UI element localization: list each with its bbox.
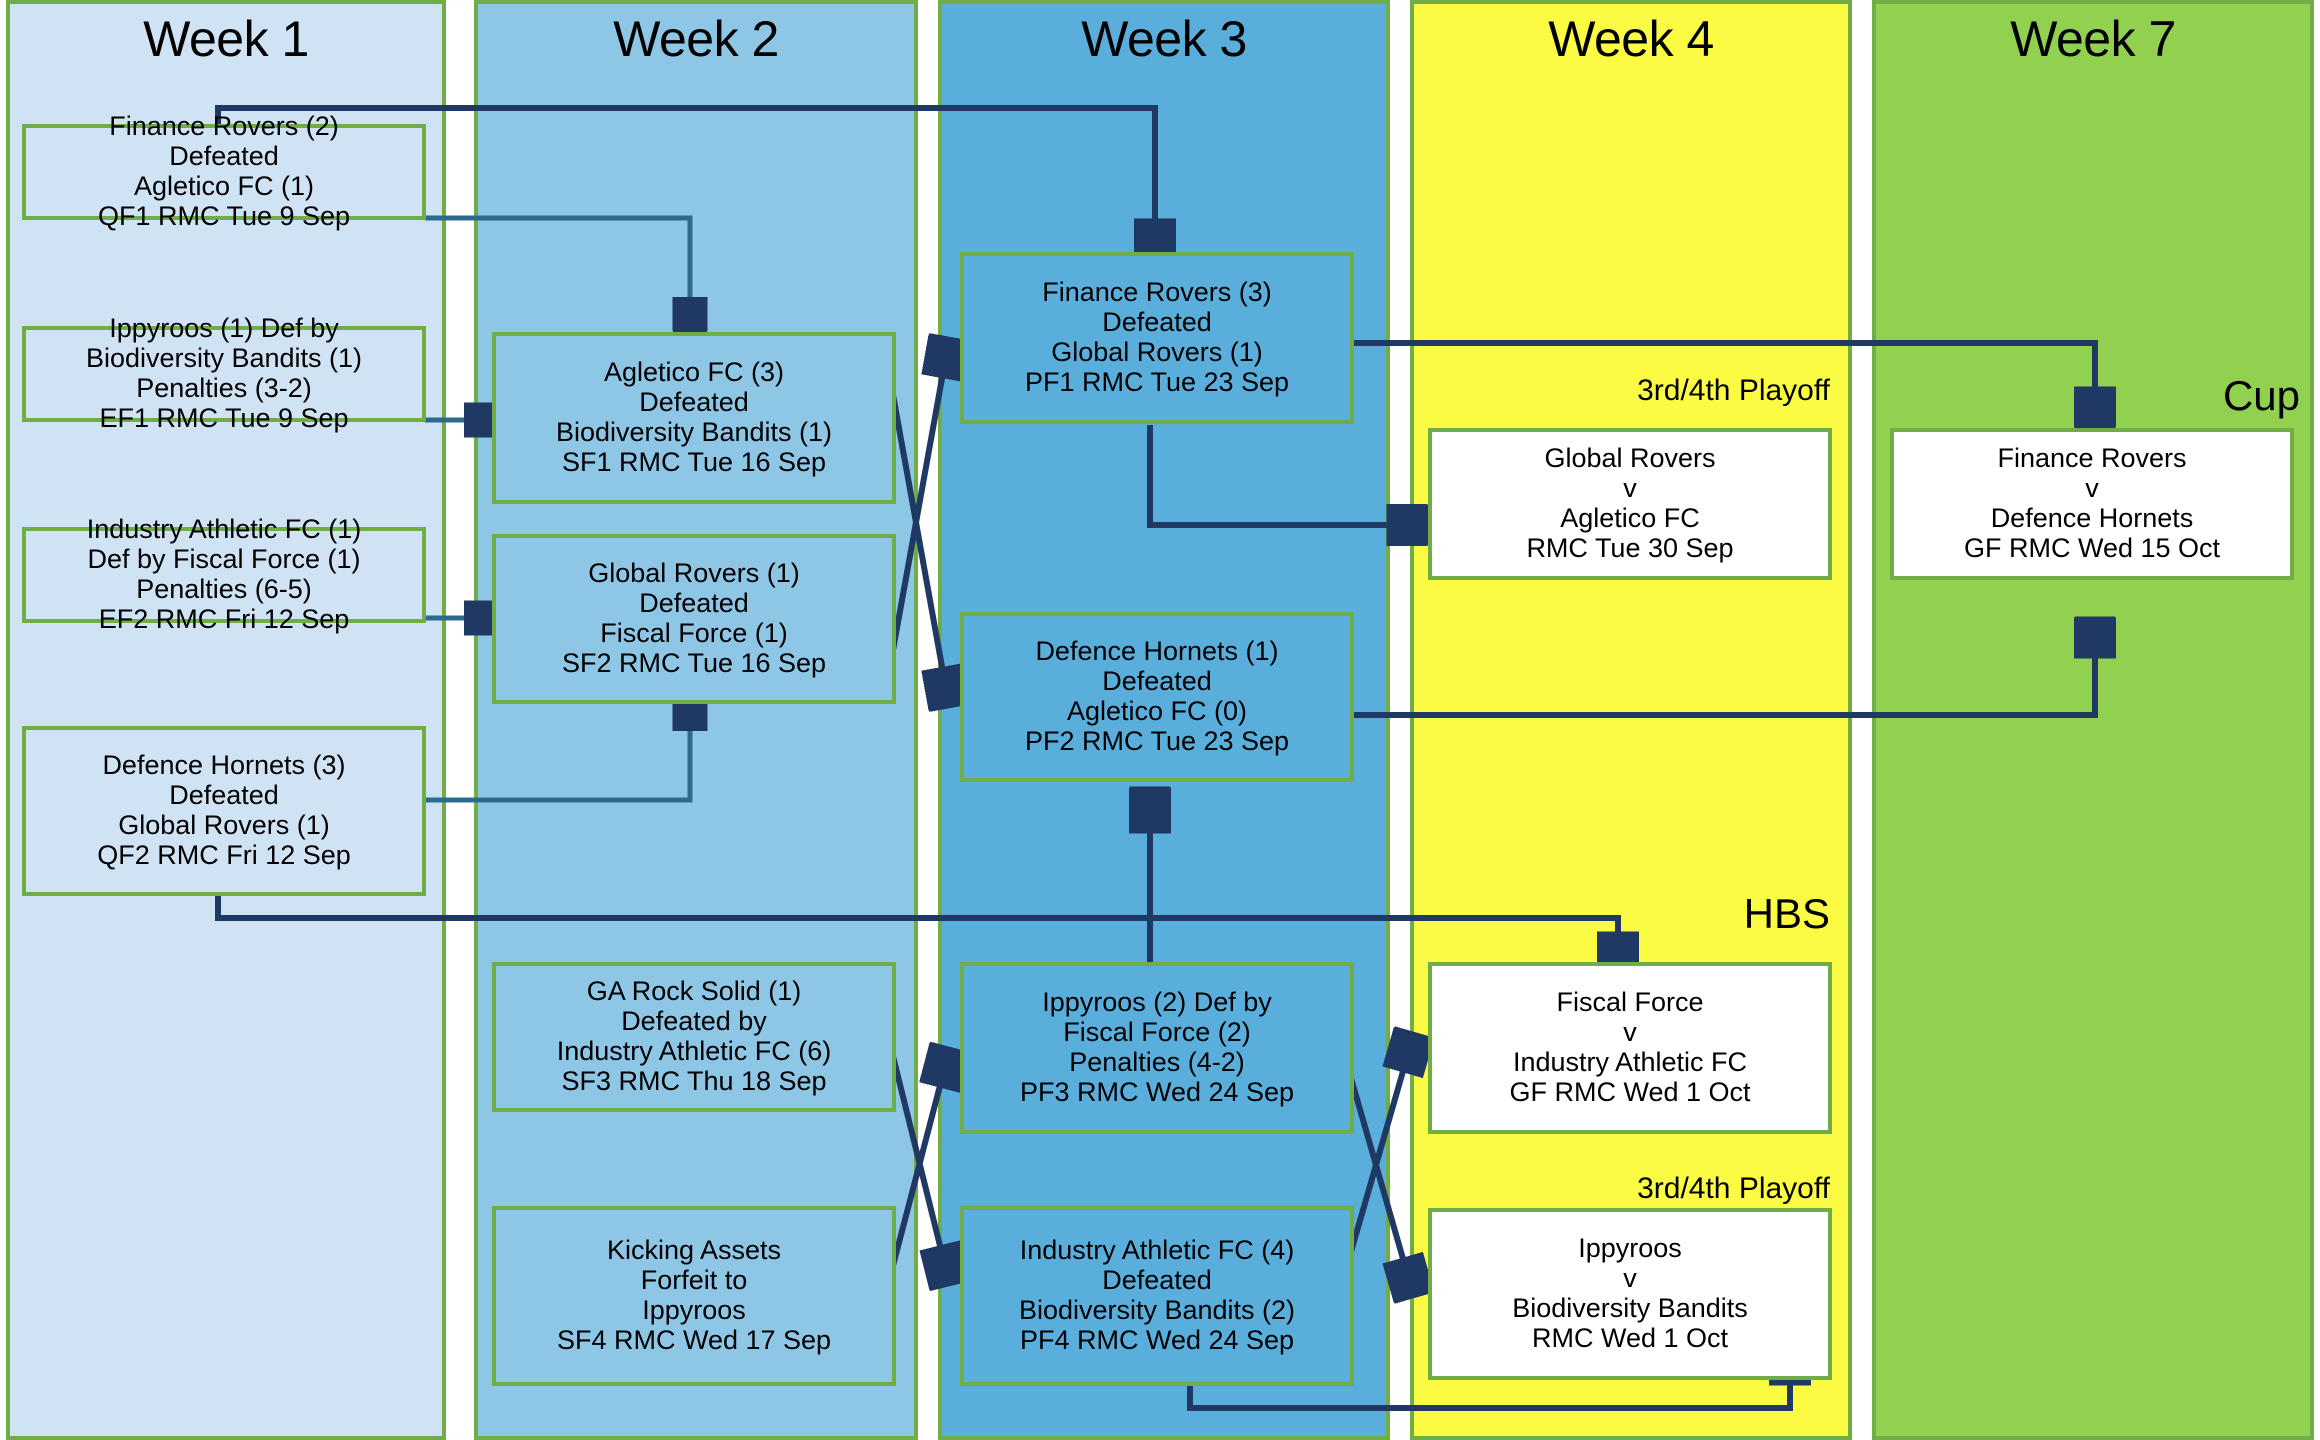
column-header-week3: Week 3	[1081, 11, 1247, 67]
sf4-line3: Ippyroos	[642, 1295, 746, 1325]
match-box-sf1[interactable]: Agletico FC (3) Defeated Biodiversity Ba…	[492, 332, 896, 504]
column-header-week1: Week 1	[143, 11, 309, 67]
sf1-line1: Agletico FC (3)	[603, 357, 785, 388]
sf2-line3: Fiscal Force (1)	[600, 618, 788, 648]
cup-final-line3: Defence Hornets	[1990, 503, 2194, 533]
match-box-cup-final[interactable]: Finance Rovers v Defence Hornets GF RMC …	[1890, 428, 2294, 580]
match-box-sf4[interactable]: Kicking Assets Forfeit to Ippyroos SF4 R…	[492, 1206, 896, 1386]
pf4-line4: PF4 RMC Wed 24 Sep	[1019, 1324, 1295, 1355]
hbs-final-line2: v	[1623, 1017, 1637, 1048]
column-header-week2: Week 2	[613, 11, 779, 67]
ef2-line2: Def by Fiscal Force (1)	[87, 544, 361, 575]
pf3-line1: Ippyroos (2) Def by	[1042, 987, 1272, 1018]
sf3-line2: Defeated by	[621, 1006, 767, 1037]
sf2-line4: SF2 RMC Tue 16 Sep	[561, 647, 827, 678]
pf3-line3: Penalties (4-2)	[1069, 1047, 1245, 1077]
qf2-line2: Defeated	[169, 780, 279, 811]
pf3-line2: Fiscal Force (2)	[1063, 1017, 1251, 1048]
ef2-line4: EF2 RMC Fri 12 Sep	[98, 603, 350, 634]
qf1-line4: QF1 RMC Tue 9 Sep	[97, 200, 351, 231]
pf1-line3: Global Rovers (1)	[1051, 337, 1263, 367]
pf2-line4: PF2 RMC Tue 23 Sep	[1024, 725, 1290, 756]
sf3-line4: SF3 RMC Thu 18 Sep	[561, 1065, 827, 1096]
qf2-line3: Global Rovers (1)	[118, 810, 330, 840]
match-box-qf1[interactable]: Finance Rovers (2) Defeated Agletico FC …	[22, 111, 426, 231]
label-cup: Cup	[2222, 372, 2300, 419]
playoff-bottom-line1: Ippyroos	[1578, 1233, 1682, 1264]
pf3-line4: PF3 RMC Wed 24 Sep	[1019, 1076, 1295, 1107]
match-box-pf4[interactable]: Industry Athletic FC (4) Defeated Biodiv…	[960, 1206, 1354, 1386]
label-playoff-top: 3rd/4th Playoff	[1637, 374, 1830, 407]
playoff-top-line2: v	[1623, 473, 1637, 504]
qf2-line1: Defence Hornets (3)	[102, 750, 346, 781]
playoff-bottom-line2: v	[1623, 1263, 1637, 1294]
pf4-line1: Industry Athletic FC (4)	[1019, 1235, 1295, 1266]
playoff-top-line4: RMC Tue 30 Sep	[1526, 532, 1734, 563]
playoff-bottom-line4: RMC Wed 1 Oct	[1531, 1322, 1729, 1353]
hbs-final-line4: GF RMC Wed 1 Oct	[1509, 1076, 1751, 1107]
sf3-line3: Industry Athletic FC (6)	[556, 1036, 832, 1066]
sf4-line2: Forfeit to	[640, 1265, 748, 1296]
match-box-pf3[interactable]: Ippyroos (2) Def by Fiscal Force (2) Pen…	[960, 962, 1354, 1134]
qf1-line3: Agletico FC (1)	[133, 171, 315, 201]
playoff-bottom-line3: Biodiversity Bandits	[1512, 1293, 1748, 1323]
column-header-week4: Week 4	[1548, 11, 1714, 67]
sf1-line2: Defeated	[639, 387, 749, 418]
ef2-line3: Penalties (6-5)	[136, 574, 312, 604]
column-week7: Week 7	[1872, 0, 2314, 1440]
ef1-line3: Penalties (3-2)	[136, 373, 312, 403]
pf4-line3: Biodiversity Bandits (2)	[1018, 1295, 1296, 1325]
sf3-line1: GA Rock Solid (1)	[586, 976, 802, 1007]
column-header-week7: Week 7	[2010, 11, 2176, 67]
match-box-playoff-top[interactable]: Global Rovers v Agletico FC RMC Tue 30 S…	[1428, 428, 1832, 580]
label-hbs: HBS	[1743, 890, 1830, 937]
match-box-playoff-bottom[interactable]: Ippyroos v Biodiversity Bandits RMC Wed …	[1428, 1208, 1832, 1380]
sf1-line4: SF1 RMC Tue 16 Sep	[561, 446, 827, 477]
pf1-line4: PF1 RMC Tue 23 Sep	[1024, 366, 1290, 397]
ef2-line1: Industry Athletic FC (1)	[86, 514, 362, 545]
match-box-pf1[interactable]: Finance Rovers (3) Defeated Global Rover…	[960, 252, 1354, 424]
match-box-qf2[interactable]: Defence Hornets (3) Defeated Global Rove…	[22, 726, 426, 896]
pf2-line1: Defence Hornets (1)	[1035, 636, 1279, 667]
pf1-line1: Finance Rovers (3)	[1042, 277, 1272, 308]
cup-final-line2: v	[2085, 473, 2099, 504]
match-box-sf3[interactable]: GA Rock Solid (1) Defeated by Industry A…	[492, 962, 896, 1112]
match-box-ef1[interactable]: Ippyroos (1) Def by Biodiversity Bandits…	[22, 313, 426, 433]
match-box-hbs-final[interactable]: Fiscal Force v Industry Athletic FC GF R…	[1428, 962, 1832, 1134]
sf4-line1: Kicking Assets	[606, 1235, 782, 1266]
ef1-line4: EF1 RMC Tue 9 Sep	[99, 402, 349, 433]
sf4-line4: SF4 RMC Wed 17 Sep	[556, 1324, 832, 1355]
column-week4: Week 4	[1410, 0, 1852, 1440]
label-playoff-bottom: 3rd/4th Playoff	[1637, 1172, 1830, 1205]
match-box-ef2[interactable]: Industry Athletic FC (1) Def by Fiscal F…	[22, 514, 426, 634]
pf2-line2: Defeated	[1102, 666, 1212, 697]
pf2-line3: Agletico FC (0)	[1066, 696, 1248, 726]
ef1-line2: Biodiversity Bandits (1)	[85, 343, 363, 374]
sf1-line3: Biodiversity Bandits (1)	[555, 417, 833, 447]
qf1-line2: Defeated	[169, 141, 279, 172]
match-box-sf2[interactable]: Global Rovers (1) Defeated Fiscal Force …	[492, 534, 896, 704]
playoff-top-line3: Agletico FC	[1560, 503, 1700, 533]
qf1-line1: Finance Rovers (2)	[109, 111, 339, 142]
match-box-pf2[interactable]: Defence Hornets (1) Defeated Agletico FC…	[960, 612, 1354, 782]
cup-final-line4: GF RMC Wed 15 Oct	[1963, 532, 2221, 563]
sf2-line2: Defeated	[639, 588, 749, 619]
qf2-line4: QF2 RMC Fri 12 Sep	[97, 839, 351, 870]
hbs-final-line1: Fiscal Force	[1556, 987, 1704, 1018]
ef1-line1: Ippyroos (1) Def by	[109, 313, 339, 344]
playoff-top-line1: Global Rovers	[1544, 443, 1716, 474]
pf1-line2: Defeated	[1102, 307, 1212, 338]
pf4-line2: Defeated	[1102, 1265, 1212, 1296]
cup-final-line1: Finance Rovers	[1997, 443, 2187, 474]
sf2-line1: Global Rovers (1)	[588, 558, 800, 589]
hbs-final-line3: Industry Athletic FC	[1512, 1047, 1748, 1077]
